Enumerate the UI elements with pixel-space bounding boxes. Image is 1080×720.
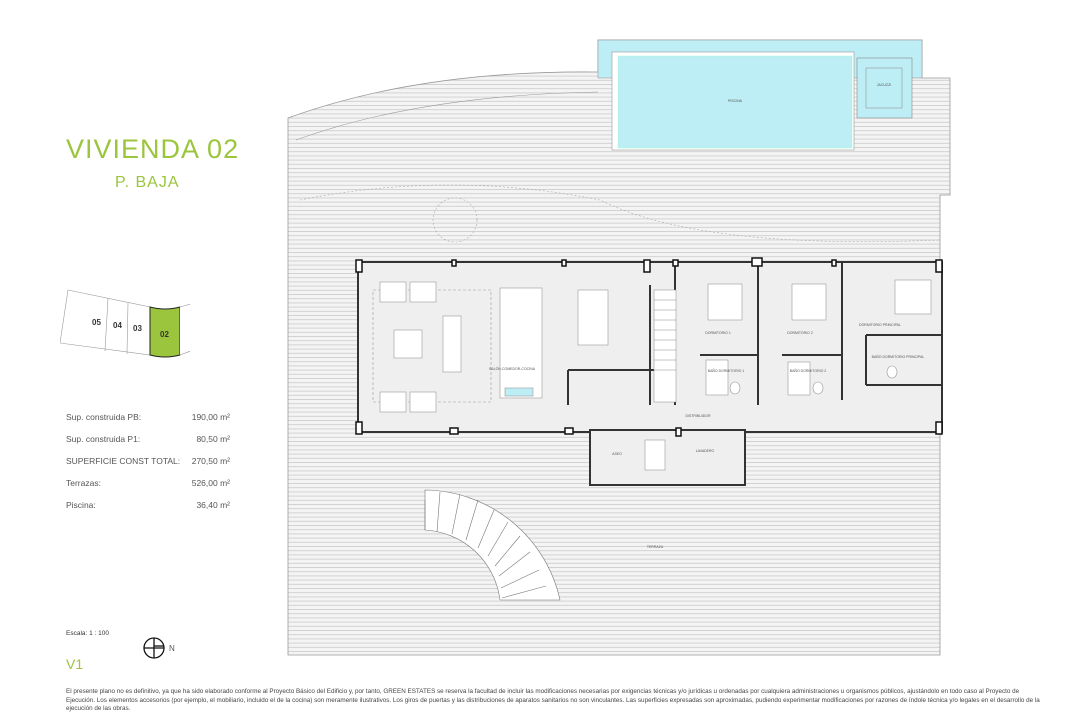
area-label: Terrazas: [66,478,101,488]
jacuzzi-label: JACUZZI [877,83,891,87]
hall-label: DISTRIBUIDOR [685,414,711,418]
pool-label: PISCINA [728,99,743,103]
living-room-label: SALÓN-COMEDOR-COCINA [489,366,536,371]
toilet-label: ASEO [612,452,622,456]
north-arrow-icon: N [143,637,175,659]
area-value: 190,00 m² [191,412,230,422]
unit-03-label: 03 [133,324,142,333]
master-bathroom-label: BAÑO DORMITORIO PRINCIPAL [872,354,925,359]
disclaimer-text: El presente plano no es definitivo, ya q… [66,688,1040,712]
area-value: 270,50 m² [191,456,230,466]
area-row: Sup. construida PB: 190,00 m² [66,412,230,434]
area-row: SUPERFICIE CONST TOTAL: 270,50 m² [66,456,230,478]
area-label: Sup. construida P1: [66,434,141,444]
area-row: Sup. construida P1: 80,50 m² [66,434,230,456]
area-label: Sup. construida PB: [66,412,142,422]
jacuzzi [856,57,913,119]
unit-04-label: 04 [113,321,122,330]
version-label: V1 [66,656,84,672]
master-bedroom-label: DORMITORIO PRINCIPAL [859,323,901,327]
terrace-curved-edge [295,91,599,141]
pool [617,55,853,149]
area-value: 526,00 m² [191,478,230,488]
area-value: 36,40 m² [196,500,230,510]
page-title: VIVIENDA 02 [66,134,240,164]
area-row: Piscina: 36,40 m² [66,500,230,522]
unit-02-label: 02 [160,330,169,339]
bathroom-2-label: BAÑO DORMITORIO 2 [790,368,827,373]
unit-05-label: 05 [92,318,101,327]
area-summary: Sup. construida PB: 190,00 m² Sup. constr… [66,412,230,522]
area-label: SUPERFICIE CONST TOTAL: [66,456,181,466]
floor-subtitle: P. BAJA [115,174,180,191]
laundry-label: LAVADERO [696,449,715,453]
north-label: N [169,644,175,653]
unit-key-map: 05 04 03 02 01 [60,289,190,358]
bedroom-2-label: DORMITORIO 2 [787,331,813,335]
area-value: 80,50 m² [196,434,230,444]
scale-label: Escala: 1 : 100 [66,630,109,637]
area-label: Piscina: [66,500,96,510]
bathroom-1-label: BAÑO DORMITORIO 1 [708,368,745,373]
area-row: Terrazas: 526,00 m² [66,478,230,500]
bedroom-1-label: DORMITORIO 1 [705,331,731,335]
terrace-label: TERRAZA [647,545,664,549]
